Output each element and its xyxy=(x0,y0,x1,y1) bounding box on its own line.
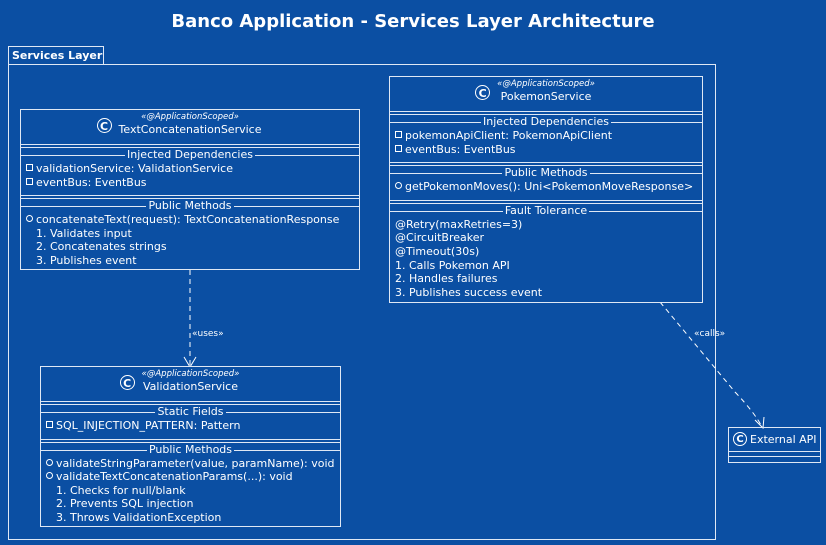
method-row: validateTextConcatenationParams(...): vo… xyxy=(41,470,340,484)
class-divider xyxy=(729,451,820,452)
section-separator xyxy=(390,111,702,115)
class-name: TextConcatenationService xyxy=(118,123,262,136)
calls-edge xyxy=(659,301,763,428)
note-row: 3. Publishes success event xyxy=(390,286,702,300)
row-text: 3. Publishes event xyxy=(36,253,137,267)
class-badge-icon: C xyxy=(119,375,135,390)
field-visibility-icon xyxy=(46,421,53,428)
class-stereotype: «@ApplicationScoped» xyxy=(497,79,595,89)
section-title-text: Injected Dependencies xyxy=(481,115,611,128)
class-header: C «@ApplicationScoped»PokemonService xyxy=(390,77,702,109)
class-badge-icon: C xyxy=(733,432,747,446)
row-text: eventBus: EventBus xyxy=(405,142,516,156)
section-separator xyxy=(21,195,359,200)
note-row: 2. Handles failures xyxy=(390,272,702,286)
field-row: eventBus: EventBus xyxy=(21,176,359,190)
field-visibility-icon xyxy=(26,164,33,171)
field-visibility-icon xyxy=(26,177,33,185)
section-title-text: Injected Dependencies xyxy=(125,148,255,161)
row-text: getPokemonMoves(): Uni<PokemonMoveRespon… xyxy=(405,180,694,194)
section-title: Static Fields xyxy=(41,405,340,419)
method-visibility-icon xyxy=(46,458,53,466)
section-title-text: Public Methods xyxy=(146,199,234,213)
note-row: 1. Checks for null/blank xyxy=(41,484,340,498)
method-row: concatenateText(request): TextConcatenat… xyxy=(21,213,359,227)
uses-edge-label: «uses» xyxy=(192,329,224,339)
section-title: Public Methods xyxy=(41,442,340,457)
section-title: Injected Dependencies xyxy=(390,115,702,129)
row-text: 1. Checks for null/blank xyxy=(56,483,186,497)
field-row: validationService: ValidationService xyxy=(21,162,359,176)
note-row: @CircuitBreaker xyxy=(390,231,702,245)
section-title-text: Public Methods xyxy=(146,442,235,456)
section-separator xyxy=(41,401,340,405)
diagram-title: Banco Application - Services Layer Archi… xyxy=(171,11,655,32)
row-text: validateTextConcatenationParams(...): vo… xyxy=(56,470,293,484)
section-separator xyxy=(41,438,340,443)
section-title: Injected Dependencies xyxy=(21,148,359,162)
note-row: 2. Prevents SQL injection xyxy=(41,497,340,511)
package-tab: Services Layer xyxy=(8,46,104,64)
method-row: validateStringParameter(value, paramName… xyxy=(41,457,340,471)
note-row: 1. Validates input xyxy=(21,227,359,241)
row-text: validationService: ValidationService xyxy=(36,162,233,175)
class-badge-icon: C xyxy=(96,118,112,133)
section-title: Public Methods xyxy=(390,166,702,180)
row-text: 2. Prevents SQL injection xyxy=(56,497,194,511)
section-title: Public Methods xyxy=(21,199,359,213)
row-text: @CircuitBreaker xyxy=(395,231,485,245)
row-text: 3. Throws ValidationException xyxy=(56,510,222,524)
method-visibility-icon xyxy=(395,182,402,190)
row-text: 2. Handles failures xyxy=(395,272,498,286)
note-row: 3. Throws ValidationException xyxy=(41,511,340,525)
row-text: validateStringParameter(value, paramName… xyxy=(56,456,335,470)
class-name: ValidationService xyxy=(143,380,238,393)
field-visibility-icon xyxy=(395,144,402,152)
class-stereotype: «@ApplicationScoped» xyxy=(141,369,240,379)
note-row: @Retry(maxRetries=3) xyxy=(390,218,702,232)
class-name: External API xyxy=(750,433,817,446)
row-text: SQL_INJECTION_PATTERN: Pattern xyxy=(56,419,241,432)
package-services-layer xyxy=(8,64,716,540)
row-text: 2. Concatenates strings xyxy=(36,240,167,254)
section-title-text: Public Methods xyxy=(502,166,590,180)
class-badge-icon: C xyxy=(475,85,491,100)
class-stereotype: «@ApplicationScoped» xyxy=(141,112,239,122)
field-row: pokemonApiClient: PokemonApiClient xyxy=(390,129,702,143)
note-row: 3. Publishes event xyxy=(21,254,359,268)
section-title-text: Fault Tolerance xyxy=(502,203,590,217)
row-text: 3. Publishes success event xyxy=(395,285,543,299)
calls-arrowhead xyxy=(754,416,765,430)
method-visibility-icon xyxy=(46,472,53,480)
section-title-text: Static Fields xyxy=(155,405,226,418)
note-row: 1. Calls Pokemon API xyxy=(390,259,702,273)
method-row: getPokemonMoves(): Uni<PokemonMoveRespon… xyxy=(390,180,702,194)
row-text: 1. Calls Pokemon API xyxy=(395,258,510,272)
class-name: PokemonService xyxy=(500,90,592,103)
row-text: @Timeout(30s) xyxy=(395,244,480,258)
row-text: pokemonApiClient: PokemonApiClient xyxy=(405,129,613,142)
class-divider xyxy=(729,456,820,457)
row-text: concatenateText(request): TextConcatenat… xyxy=(36,213,340,227)
class-header: C «@ApplicationScoped»ValidationService xyxy=(41,367,340,399)
calls-edge-label: «calls» xyxy=(694,329,726,339)
note-row: 2. Concatenates strings xyxy=(21,240,359,254)
section-separator xyxy=(390,199,702,204)
field-row: eventBus: EventBus xyxy=(390,143,702,157)
row-text: eventBus: EventBus xyxy=(36,175,147,189)
section-title: Fault Tolerance xyxy=(390,203,702,218)
section-separator xyxy=(21,144,359,148)
method-visibility-icon xyxy=(26,215,33,223)
row-text: 1. Validates input xyxy=(36,226,132,240)
row-text: @Retry(maxRetries=3) xyxy=(395,217,523,231)
note-row: @Timeout(30s) xyxy=(390,245,702,259)
class-text-concatenation-service[interactable]: C «@ApplicationScoped»TextConcatenationSe… xyxy=(20,109,360,270)
class-header: C «@ApplicationScoped»TextConcatenationSe… xyxy=(21,110,359,142)
section-separator xyxy=(390,162,702,167)
class-external-api[interactable]: C External API xyxy=(728,427,821,463)
field-visibility-icon xyxy=(395,131,402,138)
field-row: SQL_INJECTION_PATTERN: Pattern xyxy=(41,419,340,433)
